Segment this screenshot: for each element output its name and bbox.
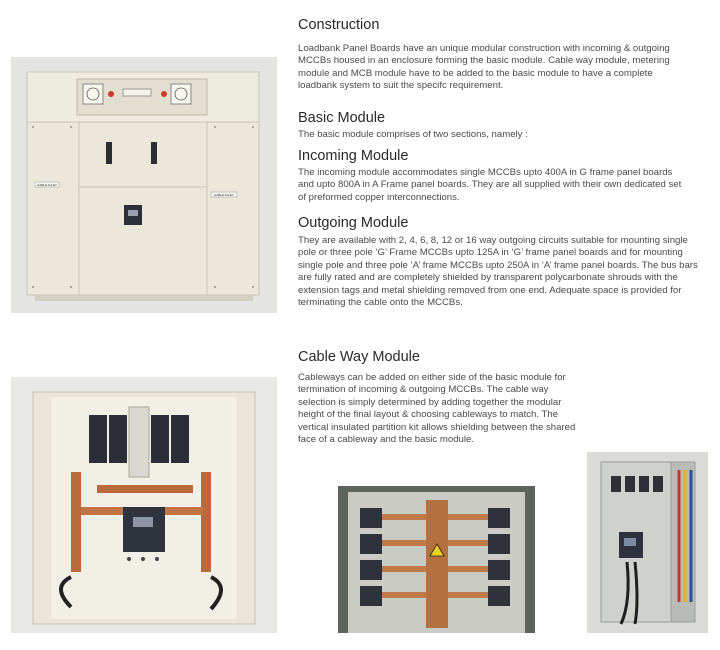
- construction-body: Loadbank Panel Boards have an unique mod…: [298, 43, 670, 92]
- cable-alley-label-left: CABLE ALLEY: [37, 183, 57, 187]
- outgoing-module-heading: Outgoing Module: [298, 215, 409, 231]
- basic-module-heading: Basic Module: [298, 110, 386, 126]
- open-panel-photo: [11, 377, 277, 633]
- panel-board-photo: CABLE ALLEY CABLE ALLEY: [11, 57, 277, 313]
- basic-module-body: The basic module comprises of two sectio…: [298, 129, 528, 140]
- cableway-panel-illustration: [587, 452, 708, 633]
- cable-way-module-heading: Cable Way Module: [298, 349, 420, 365]
- incoming-module-body: The incoming module accommodates single …: [298, 167, 682, 203]
- construction-heading: Construction: [298, 17, 380, 33]
- panel-board-illustration: CABLE ALLEY CABLE ALLEY: [11, 57, 277, 313]
- cable-way-module-body: Cableways can be added on either side of…: [298, 372, 576, 446]
- outgoing-module-body: They are available with 2, 4, 6, 8, 12 o…: [298, 235, 698, 309]
- busbar-interior-illustration: [338, 486, 535, 633]
- open-panel-illustration: [11, 377, 277, 633]
- busbar-interior-photo: [338, 486, 535, 633]
- cable-alley-label-right: CABLE ALLEY: [214, 193, 234, 197]
- cableway-panel-photo: [587, 452, 708, 633]
- incoming-module-heading: Incoming Module: [298, 148, 409, 164]
